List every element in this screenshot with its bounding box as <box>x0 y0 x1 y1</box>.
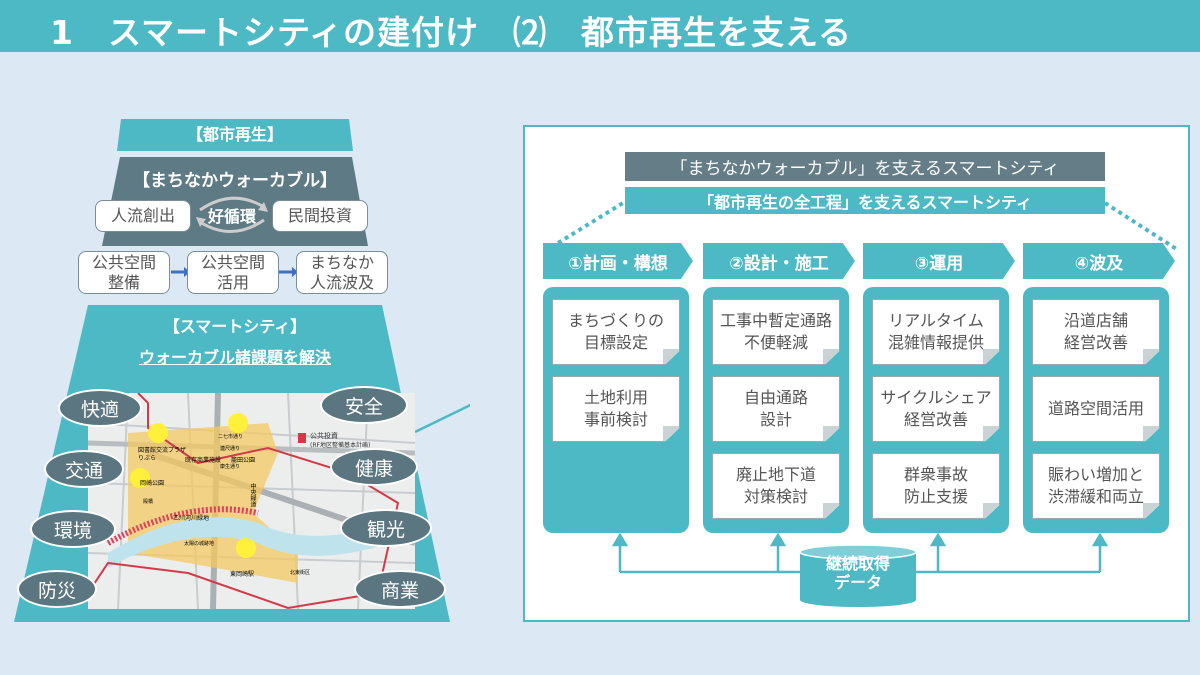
phase-card: リアルタイム 混雑情報提供 <box>872 299 1000 365</box>
bubble-health: 健康 <box>330 448 418 486</box>
map-drawing <box>88 393 415 609</box>
solve-label: ウォーカブル諸課題を解決 <box>138 348 331 367</box>
bubble-commerce: 商業 <box>354 570 446 608</box>
map-label: 太陽の城跡地 <box>184 541 215 547</box>
panel-lines <box>556 201 1180 607</box>
flow-creation-box: 人流創出 <box>95 200 191 232</box>
phase-column-planning: まちづくりの 目標設定 土地利用 事前検討 <box>543 287 689 533</box>
phase-card: 群衆事故 防止支援 <box>872 453 1000 519</box>
urban-regen-trapezoid <box>117 119 353 151</box>
map-label: 東岡崎駅 <box>230 571 255 578</box>
all-process-smartcity-title: 「都市再生の全工程」を支えるスマートシティ <box>625 187 1105 214</box>
phase-column-operation: リアルタイム 混雑情報提供 サイクルシェア 経営改善 群衆事故 防止支援 <box>863 287 1009 533</box>
phase-planning: ①計画・構想 <box>543 243 693 279</box>
map-label: 岡崎公園 <box>140 480 165 487</box>
phase-card: 沿道店舗 経営改善 <box>1032 299 1160 365</box>
virtuous-cycle-label: 好循環 <box>207 207 256 226</box>
phase-card: サイクルシェア 経営改善 <box>872 376 1000 442</box>
map-legend-sub: (RF地区整備基本計画) <box>310 442 371 449</box>
map-label: りぶら <box>138 455 157 462</box>
flow-box-2: 公共空間 活用 <box>187 251 279 294</box>
map-label: 連尺通り <box>220 446 241 452</box>
map-label: 二七市通り <box>218 434 244 440</box>
phase-column-design: 工事中暫定通路 不便軽減 自由通路 設計 廃止地下道 対策検討 <box>703 287 849 533</box>
flow-box-1: 公共空間 整備 <box>78 251 170 294</box>
bubble-environment: 環境 <box>30 510 116 548</box>
phase-card: 廃止地下道 対策検討 <box>712 453 840 519</box>
phase-card: 賑わい増加と 渋滞緩和両立 <box>1032 453 1160 519</box>
phase-operation: ③運用 <box>863 243 1015 279</box>
map-label: 殿橋 <box>143 499 154 505</box>
phase-column-ripple: 沿道店舗 経営改善 道路空間活用 賑わい増加と 渋滞緩和両立 <box>1023 287 1169 533</box>
urban-regen-label: 【都市再生】 <box>186 125 283 144</box>
walkable-smartcity-title: 「まちなかウォーカブル」を支えるスマートシティ <box>625 152 1105 181</box>
map-label: 康生通り <box>220 464 241 470</box>
header-bar: 1 スマートシティの建付け ⑵ 都市再生を支える <box>0 0 1200 52</box>
phase-card: 道路空間活用 <box>1032 376 1160 442</box>
bubble-safety: 安全 <box>320 386 408 424</box>
cycle-arrow-bottom <box>199 218 265 233</box>
cycle-arrow-top <box>199 196 265 212</box>
phase-card: 自由通路 設計 <box>712 376 840 442</box>
bubble-tourism: 観光 <box>340 509 432 547</box>
phase-ripple: ④波及 <box>1023 243 1175 279</box>
bubble-transport: 交通 <box>44 450 124 488</box>
city-map: 公共投資 (RF地区整備基本計画) 図書館交流プラザ りぶら 既存商業施設 籠田… <box>88 393 415 609</box>
database-cylinder-icon <box>799 544 917 607</box>
map-legend: 公共投資 <box>310 432 338 440</box>
phase-card: まちづくりの 目標設定 <box>552 299 680 365</box>
map-label: 北東街区 <box>290 570 311 576</box>
phase-card: 土地利用 事前検討 <box>552 376 680 442</box>
map-label: 籠田公園 <box>231 457 256 464</box>
bubble-disaster: 防災 <box>17 570 97 608</box>
flow-box-3: まちなか 人流波及 <box>296 251 388 294</box>
phase-design: ②設計・施工 <box>703 243 855 279</box>
bubble-comfort: 快適 <box>58 389 142 427</box>
phase-card: 工事中暫定通路 不便軽減 <box>712 299 840 365</box>
map-label: 図書館交流プラザ <box>138 447 187 454</box>
smartcity-label: 【スマートシティ】 <box>163 317 307 336</box>
continuous-data-label: 継続取得 データ <box>825 554 890 593</box>
map-label: 既存商業施設 <box>185 457 222 464</box>
walkable-label: 【まちなかウォーカブル】 <box>133 171 337 191</box>
private-investment-box: 民間投資 <box>272 200 368 232</box>
map-label: 中央緑道 <box>249 483 256 507</box>
map-label: 乙川河川緑地 <box>173 515 210 522</box>
page-title: 1 スマートシティの建付け ⑵ 都市再生を支える <box>50 13 853 52</box>
connector-line <box>414 403 470 434</box>
